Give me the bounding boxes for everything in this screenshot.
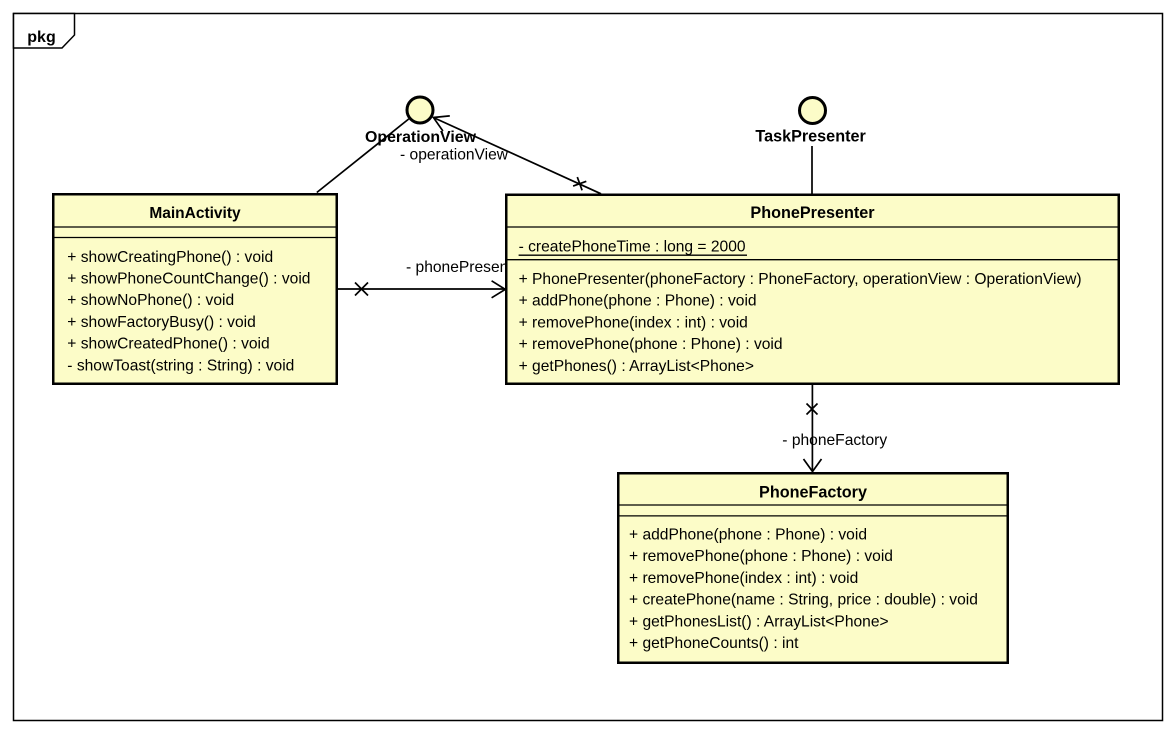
svg-text:TaskPresenter: TaskPresenter xyxy=(755,128,866,146)
svg-text:+ PhonePresenter(phoneFactory: + PhonePresenter(phoneFactory : PhoneFac… xyxy=(519,271,1082,288)
svg-text:+ removePhone(index : int) : v: + removePhone(index : int) : void xyxy=(519,314,748,331)
svg-text:+ addPhone(phone : Phone) : vo: + addPhone(phone : Phone) : void xyxy=(519,293,757,310)
svg-text:+ getPhoneCounts() : int: + getPhoneCounts() : int xyxy=(629,635,799,652)
svg-text:+ removePhone(index : int) : v: + removePhone(index : int) : void xyxy=(629,570,858,587)
svg-text:- showToast(string : String) :: - showToast(string : String) : void xyxy=(67,357,294,374)
svg-text:+ showFactoryBusy() : void: + showFactoryBusy() : void xyxy=(67,314,256,331)
svg-text:+ getPhonesList() : ArrayList<: + getPhonesList() : ArrayList<Phone> xyxy=(629,613,889,630)
svg-text:- phonePresenter: - phonePresenter xyxy=(406,259,527,276)
svg-text:- operationView: - operationView xyxy=(400,147,509,164)
svg-text:+ getPhones() : ArrayList<Phon: + getPhones() : ArrayList<Phone> xyxy=(519,358,754,375)
svg-text:MainActivity: MainActivity xyxy=(149,205,241,222)
svg-text:+ removePhone(phone : Phone) :: + removePhone(phone : Phone) : void xyxy=(519,336,783,353)
svg-text:+ showCreatingPhone() : void: + showCreatingPhone() : void xyxy=(67,249,273,266)
svg-text:+ removePhone(phone : Phone) :: + removePhone(phone : Phone) : void xyxy=(629,548,893,565)
svg-text:+ showCreatedPhone() : void: + showCreatedPhone() : void xyxy=(67,336,269,353)
svg-text:+ createPhone(name : String, p: + createPhone(name : String, price : dou… xyxy=(629,592,978,609)
svg-text:PhonePresenter: PhonePresenter xyxy=(750,204,875,222)
svg-text:OperationView: OperationView xyxy=(365,129,477,146)
svg-text:pkg: pkg xyxy=(27,29,55,46)
svg-text:+ addPhone(phone : Phone) : vo: + addPhone(phone : Phone) : void xyxy=(629,527,867,544)
svg-text:PhoneFactory: PhoneFactory xyxy=(759,483,867,501)
svg-text:- phoneFactory: - phoneFactory xyxy=(782,432,887,449)
svg-text:+ showPhoneCountChange() : voi: + showPhoneCountChange() : void xyxy=(67,271,310,288)
svg-text:+ showNoPhone() : void: + showNoPhone() : void xyxy=(67,292,234,309)
svg-text:- createPhoneTime : long = 200: - createPhoneTime : long = 2000 xyxy=(519,239,746,256)
